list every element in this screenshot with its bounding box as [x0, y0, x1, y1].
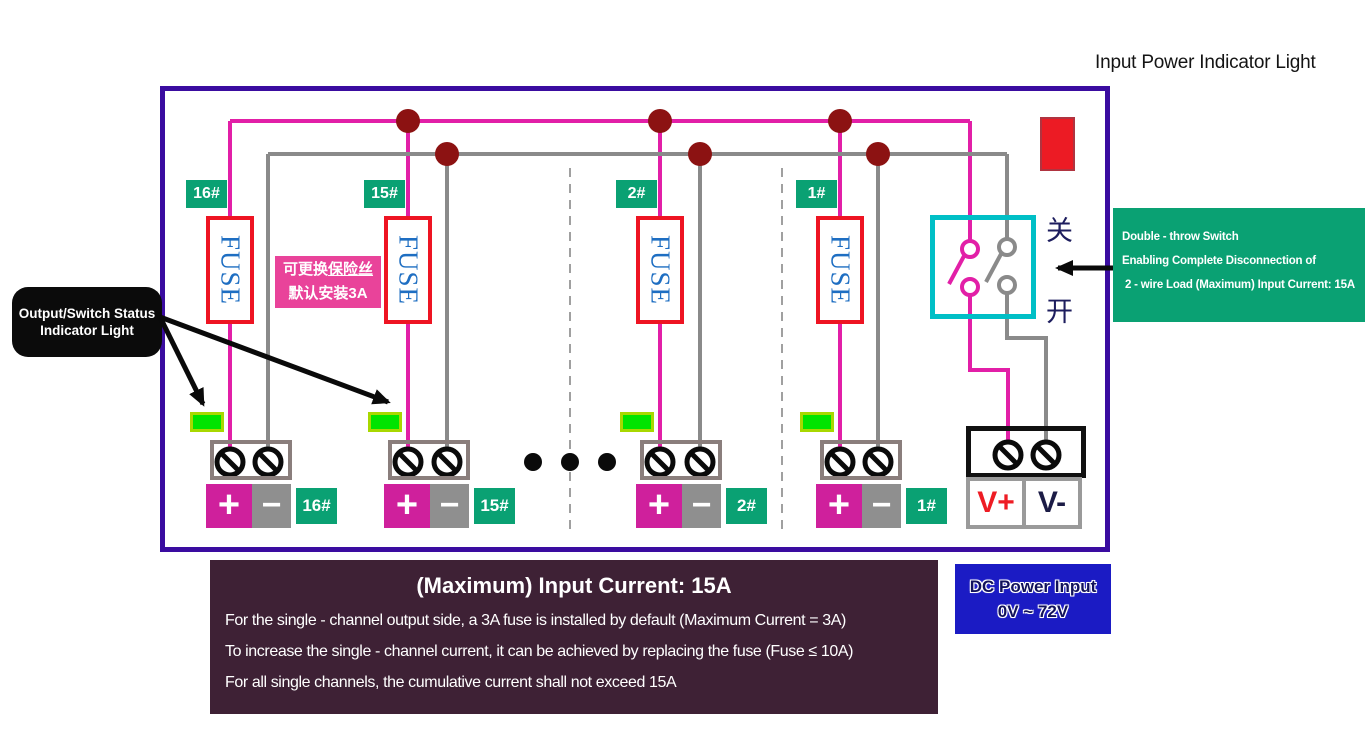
switch-note-line3: 2 - wire Load (Maximum) Input Current: 1… — [1122, 279, 1355, 291]
power-input-labels: V+ V- — [966, 477, 1082, 529]
max-current-note: (Maximum) Input Current: 15A For the sin… — [210, 560, 938, 714]
terminal-block — [820, 440, 902, 480]
output-status-indicator-light — [620, 412, 654, 432]
fuse-label: FUSE — [645, 234, 676, 306]
replaceable-fuse-note: 可更换保险丝 默认安装3A — [275, 256, 381, 308]
fuse-label: FUSE — [825, 234, 856, 306]
double-throw-switch-box — [930, 215, 1036, 319]
terminal-block — [210, 440, 292, 480]
fuse-label: FUSE — [215, 234, 246, 306]
input-power-indicator-light — [1040, 117, 1075, 171]
max-current-title: (Maximum) Input Current: 15A — [416, 573, 732, 598]
status-callout-line2: Indicator Light — [40, 323, 134, 338]
status-callout-line1: Output/Switch Status — [18, 306, 156, 321]
dc-note-line2: 0V ~ 72V — [997, 602, 1069, 621]
v-plus-label: V+ — [966, 477, 1026, 529]
switch-note-line1: Double - throw Switch — [1122, 231, 1239, 243]
minus-terminal-label: − — [430, 484, 469, 528]
channel-2: 2# FUSE + − 2# — [616, 110, 772, 534]
fuse-box: FUSE — [816, 216, 864, 324]
channel-16: 16# FUSE + − 16# — [186, 110, 342, 534]
plus-terminal-label: + — [636, 484, 682, 528]
channel-number-badge: 15# — [364, 180, 405, 208]
output-status-indicator-light — [190, 412, 224, 432]
output-status-indicator-light — [800, 412, 834, 432]
plus-terminal-label: + — [206, 484, 252, 528]
plus-terminal-label: + — [816, 484, 862, 528]
channel-number-badge: 2# — [616, 180, 657, 208]
fuse-label: FUSE — [393, 234, 424, 306]
output-status-indicator-light — [368, 412, 402, 432]
minus-terminal-label: − — [682, 484, 721, 528]
output-status-callout: Output/Switch Status Indicator Light — [12, 287, 162, 357]
minus-terminal-label: − — [862, 484, 901, 528]
channel-number-badge: 1# — [796, 180, 837, 208]
max-current-line3: For all single channels, the cumulative … — [225, 674, 677, 691]
terminal-block — [640, 440, 722, 480]
fuse-note-line2: 默认安装3A — [288, 285, 368, 302]
channel-number-badge: 16# — [296, 488, 337, 524]
fuse-box: FUSE — [384, 216, 432, 324]
v-minus-label: V- — [1022, 477, 1082, 529]
channel-number-badge: 2# — [726, 488, 767, 524]
switch-note-line2: Enabling Complete Disconnection of — [1122, 255, 1316, 267]
power-input-terminal-block — [966, 426, 1086, 478]
fuse-box: FUSE — [636, 216, 684, 324]
minus-terminal-label: − — [252, 484, 291, 528]
switch-on-label: 开 — [1046, 297, 1073, 327]
channel-15: 15# FUSE + − 15# — [364, 110, 520, 534]
fuse-box: FUSE — [206, 216, 254, 324]
max-current-line1: For the single - channel output side, a … — [225, 612, 846, 629]
double-throw-switch-note: Double - throw Switch Enabling Complete … — [1113, 208, 1365, 322]
input-power-indicator-title: Input Power Indicator Light — [1095, 52, 1316, 73]
dc-power-input-note: DC Power Input 0V ~ 72V — [955, 564, 1111, 634]
plus-terminal-label: + — [384, 484, 430, 528]
fuse-note-line1: 可更换保险丝 — [282, 261, 374, 278]
channel-number-badge: 16# — [186, 180, 227, 208]
switch-off-label: 关 — [1046, 216, 1073, 246]
channel-number-badge: 15# — [474, 488, 515, 524]
terminal-block — [388, 440, 470, 480]
dc-note-line1: DC Power Input — [969, 577, 1097, 596]
channel-number-badge: 1# — [906, 488, 947, 524]
channel-1: 1# FUSE + − 1# — [796, 110, 952, 534]
max-current-line2: To increase the single - channel current… — [225, 643, 854, 660]
